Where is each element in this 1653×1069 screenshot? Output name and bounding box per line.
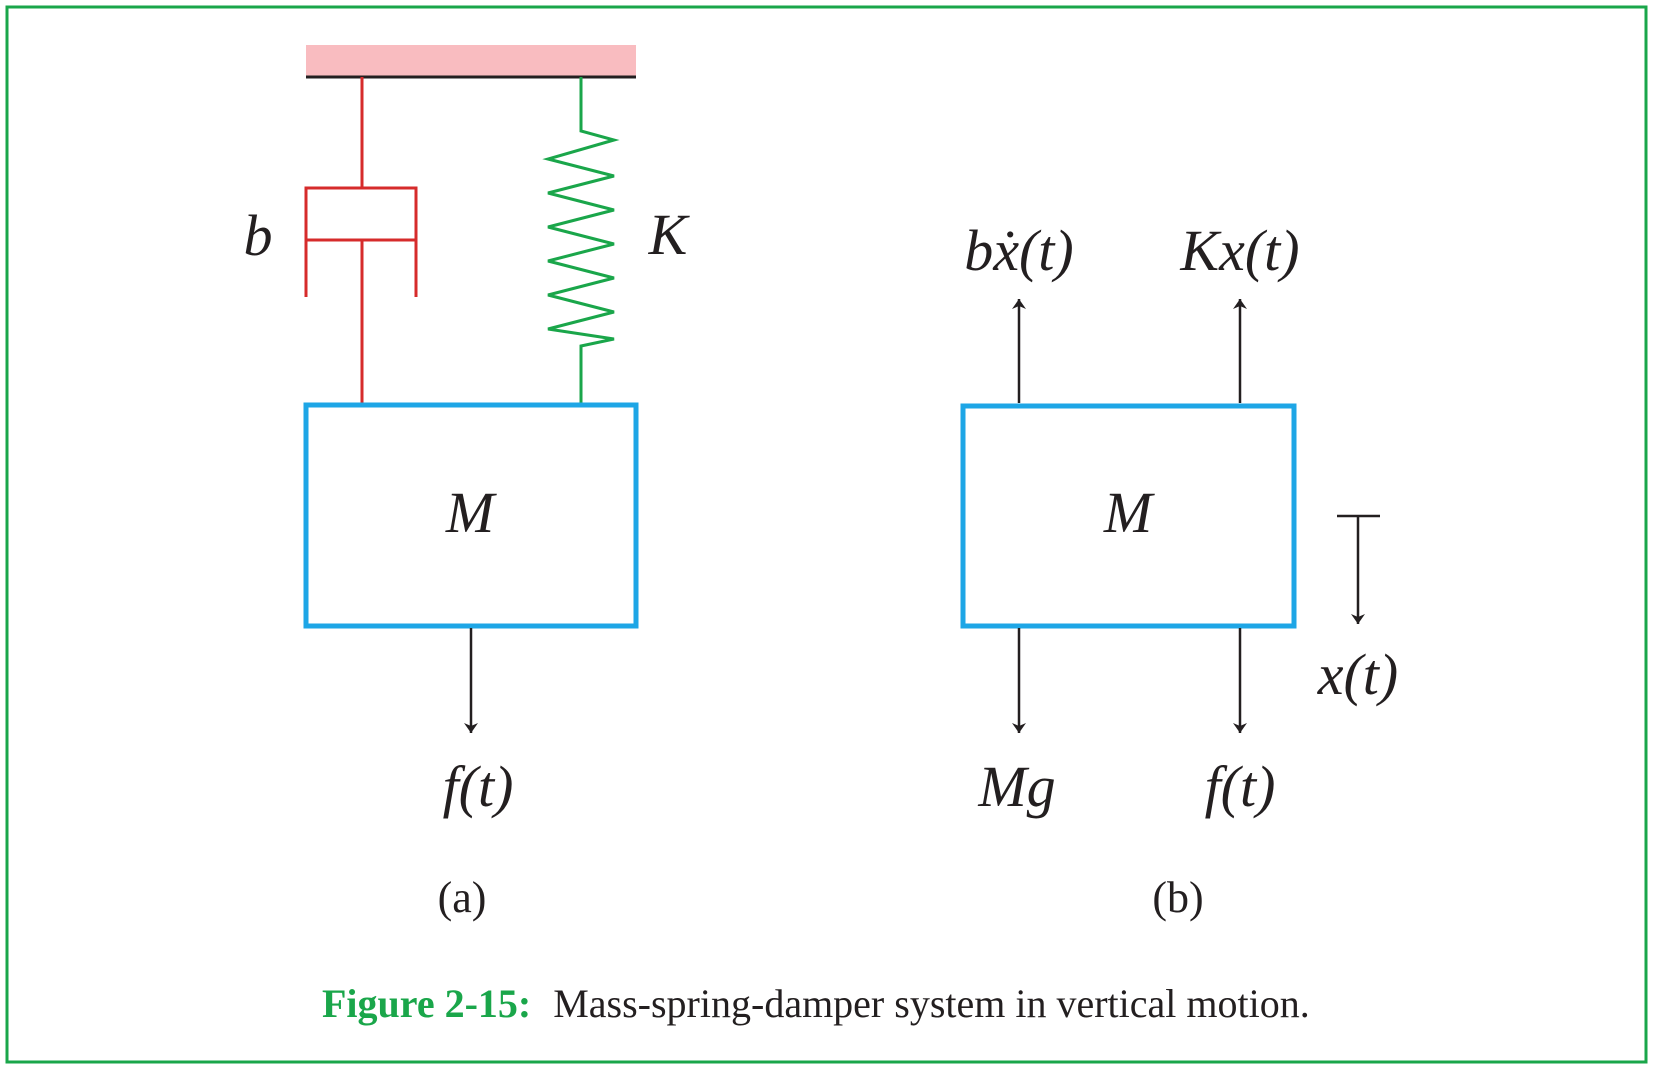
applied-force-label-b: f(t): [1205, 754, 1276, 819]
panel-a: b K M f(t) (a): [244, 45, 691, 922]
mass-block-a: [303, 402, 639, 629]
figure-caption-text: Mass-spring-damper system in vertical mo…: [553, 981, 1310, 1026]
figure-caption: Figure 2-15: Mass-spring-damper system i…: [322, 981, 1310, 1026]
damper-label: b: [244, 203, 273, 268]
ceiling-support: [306, 45, 636, 77]
force-label-a: f(t): [443, 754, 514, 819]
panel-b-caption: (b): [1152, 873, 1203, 922]
displacement-label: x(t): [1317, 642, 1399, 707]
spring: [542, 77, 620, 404]
panel-a-caption: (a): [438, 873, 487, 922]
mass-label-a: M: [445, 480, 497, 545]
mass-label-b: M: [1103, 480, 1155, 545]
damper: [304, 77, 418, 404]
damping-force-label: bẋ(t): [964, 218, 1074, 283]
figure-caption-label: Figure 2-15:: [322, 981, 531, 1026]
mass-block-b: [960, 403, 1297, 629]
panel-b: bẋ(t) Kx(t) M Mg f(t) x(t) (b): [960, 218, 1399, 922]
gravity-force-label: Mg: [977, 754, 1055, 819]
spring-label: K: [648, 202, 691, 267]
figure-frame: [5, 5, 1648, 1064]
spring-force-label: Kx(t): [1179, 218, 1299, 283]
